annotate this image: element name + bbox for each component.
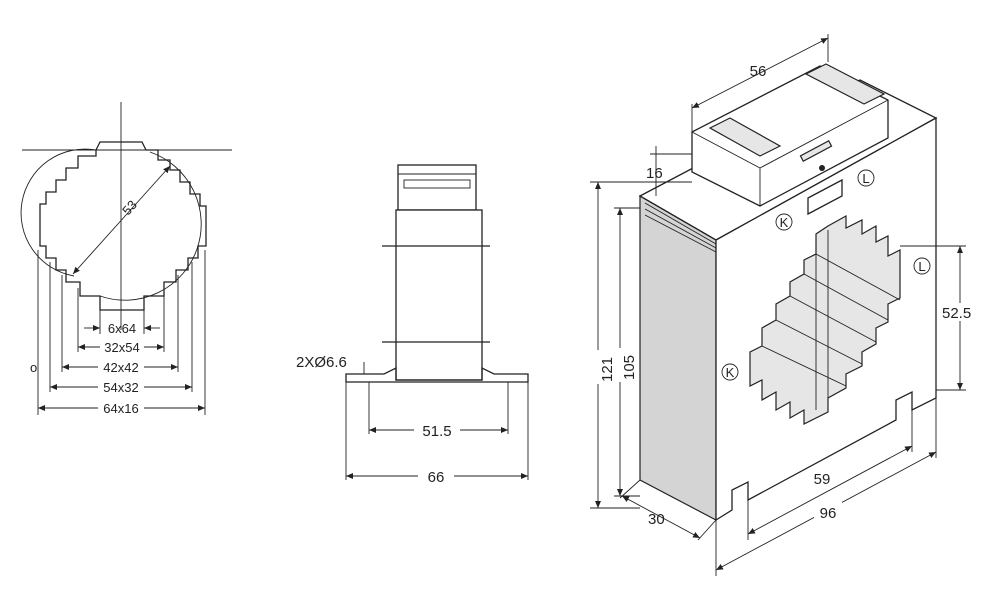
- terminal-block: [397, 164, 477, 211]
- hole-label: 2XØ6.6: [296, 354, 347, 371]
- diameter-dimension-line: [72, 165, 171, 275]
- dim-top-width: [691, 37, 829, 109]
- terminal-l-top: L: [862, 171, 869, 186]
- base-outer-label: 96: [820, 505, 837, 522]
- circle-arc: [99, 151, 202, 301]
- window-height-label: 52.5: [942, 305, 971, 322]
- stepped-window-outline: [39, 141, 207, 311]
- right-view: K L K L 56 16 121 105 52.5: [590, 34, 985, 576]
- stepped-window: [749, 214, 901, 425]
- body-height-label: 105: [621, 355, 638, 380]
- terminal-k-side: K: [726, 365, 735, 380]
- outer-width-label: 66: [428, 469, 445, 486]
- total-height-label: 121: [599, 357, 616, 382]
- inner-width-label: 51.5: [422, 423, 451, 440]
- opening-42x42: 42x42: [103, 360, 138, 375]
- top-width-label: 56: [750, 63, 767, 80]
- opening-54x32: 54x32: [103, 380, 138, 395]
- terminal-slot-left: [708, 117, 782, 157]
- terminal-l-side: L: [918, 259, 925, 274]
- dim-depth: [621, 495, 701, 539]
- label-plate: [807, 178, 843, 216]
- depth-label: 30: [648, 511, 665, 528]
- body-side: [395, 209, 483, 381]
- nameplate-slot: [799, 140, 833, 162]
- middle-view: 2XØ6.6 51.5 66: [296, 164, 529, 486]
- opening-32x54: 32x54: [104, 340, 139, 355]
- circle-arc-left: [20, 148, 97, 277]
- mounting-flange: [345, 366, 529, 383]
- opening-64x16: 64x16: [103, 401, 138, 416]
- terminal-slot: [403, 179, 471, 189]
- terminal-screw: [819, 165, 825, 171]
- body-side-face: [639, 194, 717, 521]
- terminal-l-side-marker: [913, 257, 931, 275]
- opening-6x64: 6x64: [108, 321, 136, 336]
- side-mark: o: [30, 360, 37, 375]
- terminal-k-top: K: [780, 215, 789, 230]
- top-height-label: 16: [646, 165, 663, 182]
- diameter-label: 53: [119, 197, 140, 218]
- terminal-k-top-marker: [775, 213, 793, 231]
- left-view: 53 6x64 32x54 42x42 54x32 64x16 o: [20, 102, 232, 416]
- base-inner-label: 59: [814, 471, 831, 488]
- terminal-k-side-marker: [721, 363, 739, 381]
- terminal-l-top-marker: [857, 169, 875, 187]
